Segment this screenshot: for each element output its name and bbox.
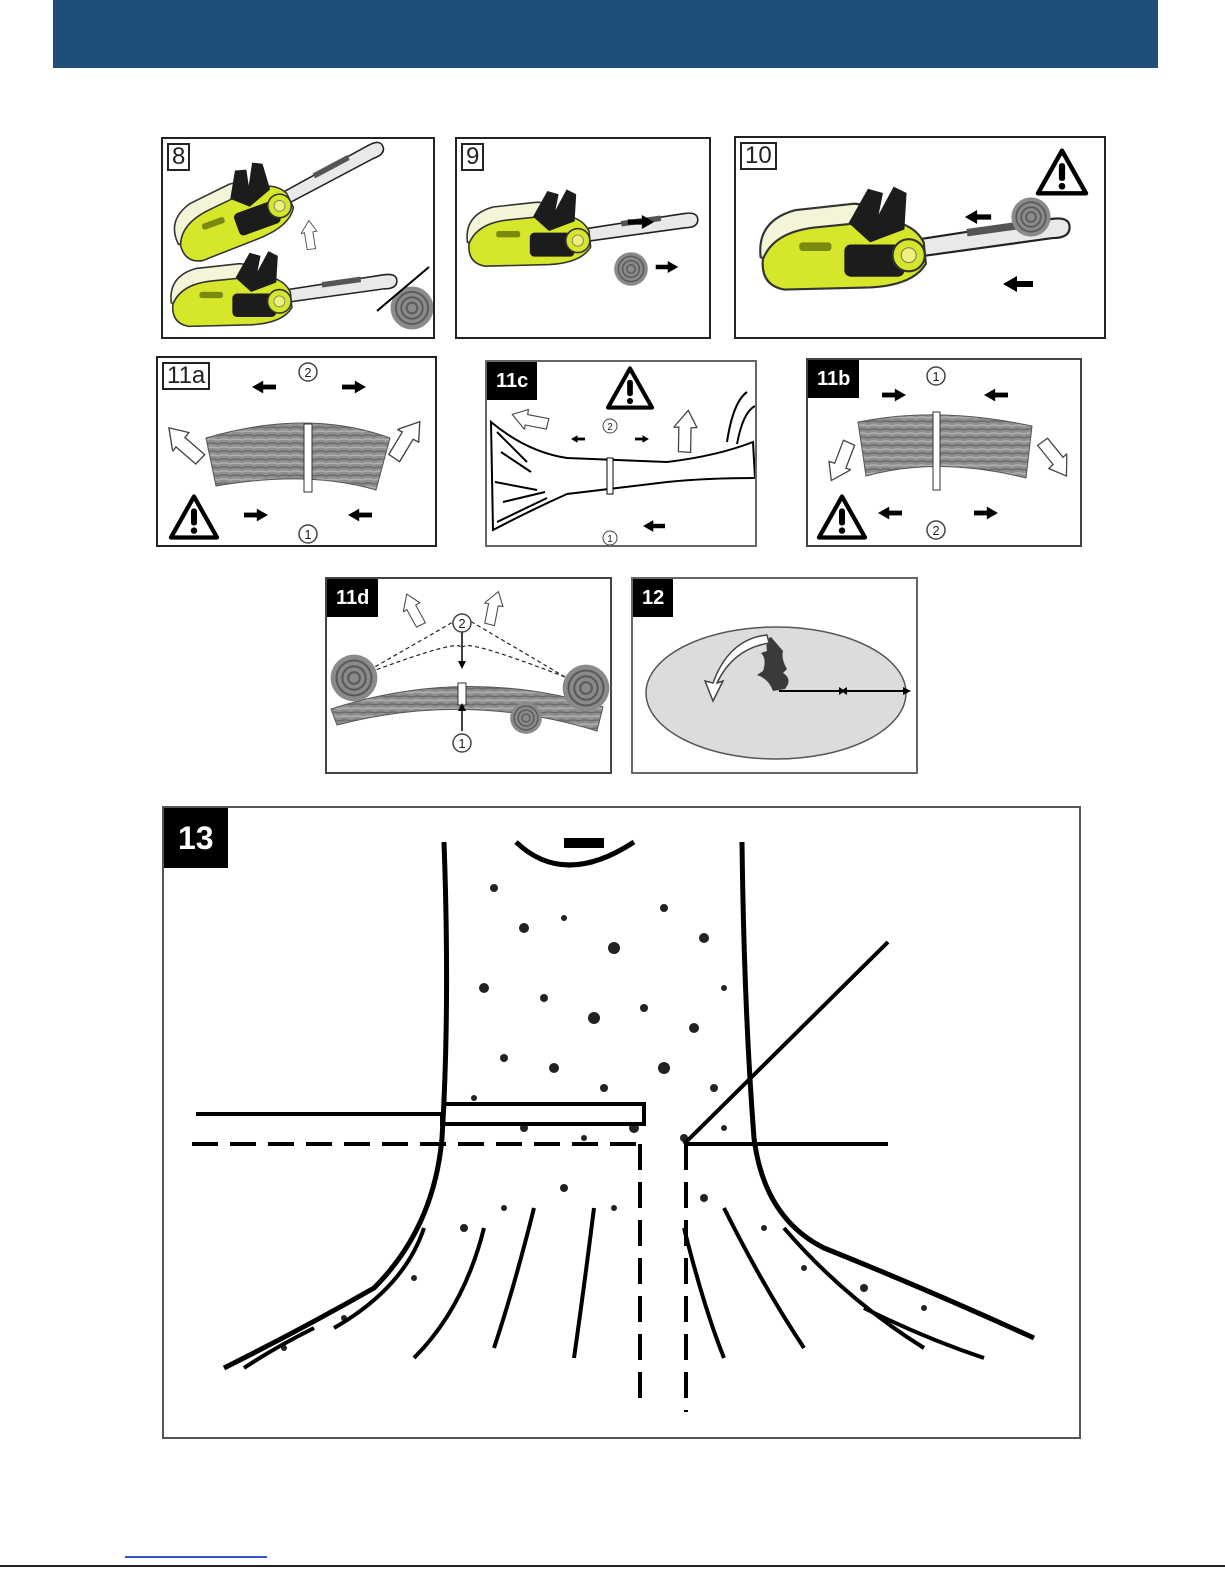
marker-2: 2 [304, 365, 311, 380]
marker-2: 2 [607, 422, 613, 433]
figure-10-panel: 10 [734, 136, 1106, 339]
figure-11a-label: 11a [162, 362, 210, 390]
figure-11c-label: 11c [487, 362, 537, 400]
footer-line [0, 1565, 1225, 1567]
figure-10-illustration [736, 138, 1106, 339]
figure-9-label: 9 [461, 143, 484, 171]
marker-1: 1 [304, 527, 311, 542]
figure-9-panel: 9 [455, 137, 711, 339]
marker-2: 2 [932, 523, 939, 538]
footer-link-underline[interactable] [125, 1556, 267, 1558]
marker-2: 2 [458, 616, 465, 631]
figure-12-panel: 12 [631, 577, 918, 774]
figure-11b-panel: 1 2 11b [806, 358, 1082, 547]
figure-13-label: 13 [164, 808, 228, 868]
figure-8-label: 8 [167, 143, 190, 171]
figure-13-panel: 13 [162, 806, 1081, 1439]
figure-11a-panel: 2 1 11a [156, 356, 437, 547]
marker-1: 1 [458, 736, 465, 751]
figure-10-label: 10 [740, 142, 777, 170]
header-bar [53, 0, 1158, 68]
figure-11c-panel: 2 1 11c [485, 360, 757, 547]
figure-8-illustration [163, 139, 435, 339]
figure-12-label: 12 [633, 579, 673, 617]
marker-1: 1 [607, 534, 613, 545]
figure-9-illustration [457, 139, 711, 339]
figure-12-illustration [633, 579, 918, 774]
figure-11b-label: 11b [808, 360, 859, 398]
figure-13-illustration [164, 808, 1081, 1439]
figure-11d-label: 11d [327, 579, 378, 617]
figure-8-panel: 8 [161, 137, 435, 339]
marker-1: 1 [932, 369, 939, 384]
figure-11d-panel: 2 1 11d [325, 577, 612, 774]
